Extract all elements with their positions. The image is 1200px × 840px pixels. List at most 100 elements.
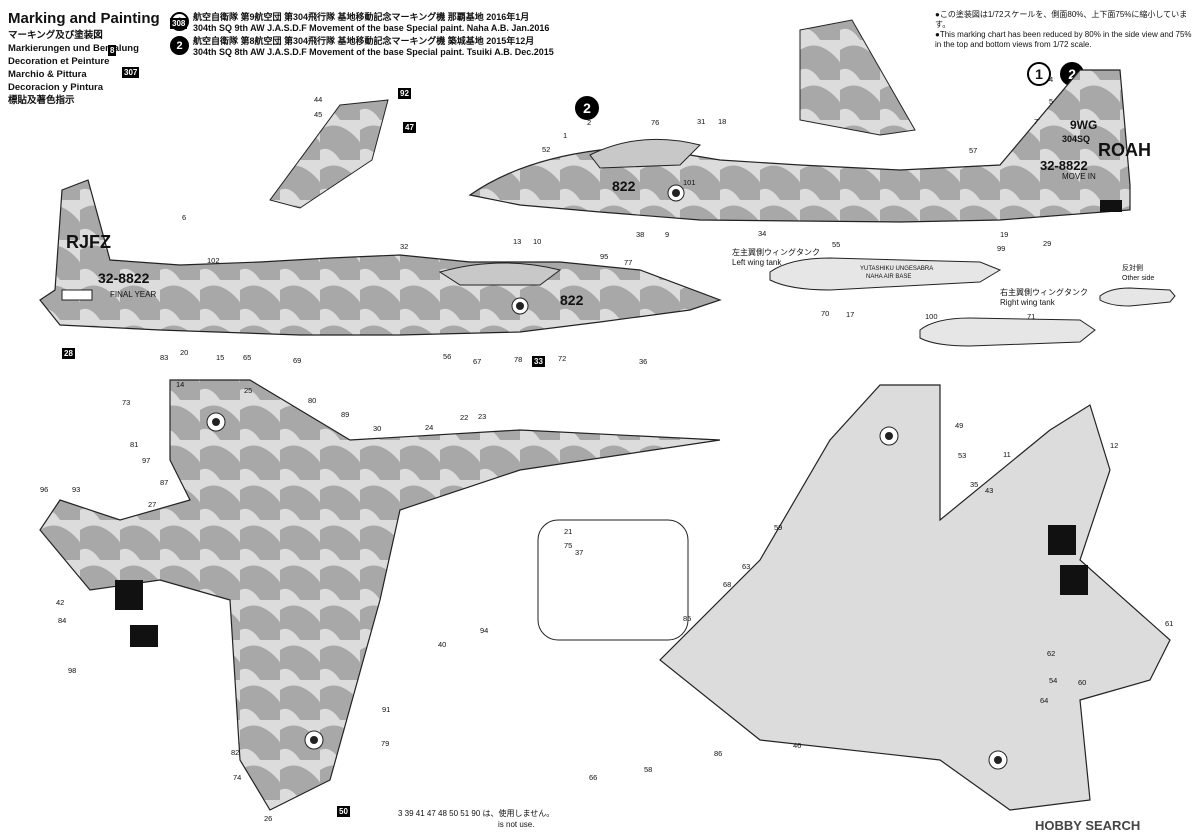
header-line-de: Markierungen und Bemalung	[8, 43, 139, 54]
scheme-2: 2 航空自衛隊 第8航空団 第304飛行隊 基地移動記念マーキング機 築城基地 …	[170, 36, 554, 58]
tail-text-1: FINAL YEAR	[110, 290, 157, 299]
part-callout-11: 11	[1003, 450, 1011, 459]
header-line-it: Marchio & Pittura	[8, 69, 87, 80]
part-callout-80: 80	[308, 396, 317, 405]
part-callout-22: 22	[460, 413, 469, 422]
part-callout-62: 62	[1047, 649, 1056, 658]
tail-code-2: ROAH	[1098, 140, 1151, 160]
header-line-fr: Decoration et Peinture	[8, 56, 110, 67]
other-side-label: 反対側 Other side	[1122, 264, 1154, 284]
part-callout-94: 94	[480, 626, 489, 635]
part-callout-31: 31	[697, 117, 706, 126]
part-callout-5: 5	[1049, 97, 1054, 106]
brand-watermark: HOBBY SEARCH	[1035, 818, 1141, 833]
part-callout-100: 100	[925, 312, 938, 321]
part-callout-20: 20	[180, 348, 189, 357]
part-callout-23: 23	[478, 412, 487, 421]
part-callout-56: 56	[443, 352, 452, 361]
part-callout-8: 8	[108, 45, 117, 56]
part-callout-30: 30	[373, 424, 382, 433]
scale-note-en: ●This marking chart has been reduced by …	[935, 30, 1192, 49]
wing-tanks	[769, 257, 1176, 347]
other-side-label-jp: 反対側	[1122, 265, 1143, 272]
part-callout-44: 44	[314, 95, 323, 104]
serial-side-left: 32-8822	[98, 270, 150, 286]
part-callout-47: 47	[403, 122, 416, 133]
scheme-2-jp: 航空自衛隊 第8航空団 第304飛行隊 基地移動記念マーキング機 築城基地 20…	[193, 36, 535, 46]
unused-parts-note: 3 39 41 47 48 50 51 90 は、使用しません。 is not …	[398, 808, 554, 830]
part-callout-55: 55	[832, 240, 841, 249]
part-callout-81: 81	[130, 440, 139, 449]
side-view-aircraft-1	[468, 69, 1131, 223]
nose-number-left: 822	[560, 292, 584, 308]
part-callout-86: 86	[714, 749, 723, 758]
part-callout-78: 78	[514, 355, 523, 364]
part-callout-92: 92	[398, 88, 411, 99]
part-callout-308: 308	[170, 18, 188, 29]
part-callout-46: 46	[793, 741, 802, 750]
tail-fin-left-view	[269, 99, 389, 209]
part-callout-71: 71	[1027, 312, 1036, 321]
part-callout-70: 70	[821, 309, 830, 318]
part-callout-97: 97	[142, 456, 151, 465]
part-callout-96: 96	[40, 485, 49, 494]
part-callout-42: 42	[56, 598, 65, 607]
part-callout-32: 32	[400, 242, 409, 251]
part-callout-69: 69	[293, 356, 302, 365]
header-line-cn: 標貼及著色指示	[8, 95, 75, 106]
part-callout-14: 14	[176, 380, 185, 389]
part-callout-85: 85	[683, 614, 692, 623]
scale-note-jp: ●この塗装図は1/72スケールを、側面80%、上下面75%に縮小しています。	[935, 10, 1188, 29]
scheme-1-en: 304th SQ 9th AW J.A.S.D.F Movement of th…	[193, 23, 550, 33]
part-callout-89: 89	[341, 410, 350, 419]
part-callout-73: 73	[122, 398, 131, 407]
part-callout-91: 91	[382, 705, 391, 714]
bottom-view-aircraft	[659, 384, 1171, 811]
part-callout-64: 64	[1040, 696, 1049, 705]
part-callout-43: 43	[985, 486, 994, 495]
part-callout-59: 59	[774, 523, 783, 532]
scheme-1-jp: 航空自衛隊 第9航空団 第304飛行隊 基地移動記念マーキング機 那覇基地 20…	[193, 12, 530, 22]
page-title: Marking and Painting	[8, 10, 160, 27]
part-callout-25: 25	[244, 386, 253, 395]
part-callout-66: 66	[589, 773, 598, 782]
part-callout-65: 65	[243, 353, 252, 362]
part-callout-2: 2	[587, 118, 592, 127]
part-callout-10: 10	[533, 237, 542, 246]
part-callout-28: 28	[62, 348, 75, 359]
serial-side-right: 32-8822	[1040, 158, 1088, 173]
part-callout-29: 29	[1043, 239, 1052, 248]
header-line-es: Decoracion y Pintura	[8, 82, 104, 93]
part-callout-84: 84	[58, 616, 67, 625]
part-callout-34: 34	[758, 229, 767, 238]
part-callout-75: 75	[564, 541, 573, 550]
scheme-2-en: 304th SQ 8th AW J.A.S.D.F Movement of th…	[193, 47, 554, 57]
part-callout-4: 4	[1049, 75, 1054, 84]
part-callout-79: 79	[381, 739, 390, 748]
part-callout-38: 38	[636, 230, 645, 239]
part-callout-83: 83	[160, 353, 169, 362]
part-callout-26: 26	[264, 814, 273, 823]
part-callout-18: 18	[718, 117, 727, 126]
part-callout-99: 99	[997, 244, 1006, 253]
nose-number-right: 822	[612, 178, 636, 194]
tank-text-1: YUTASHIKU UNGESABRA	[860, 266, 934, 272]
part-callout-21: 21	[564, 527, 573, 536]
part-callout-63: 63	[742, 562, 751, 571]
tail-text-2: MOVE IN	[1062, 172, 1096, 181]
right-tank-label-en: Right wing tank	[1000, 298, 1055, 307]
part-callout-13: 13	[513, 237, 522, 246]
top-view-aircraft	[39, 379, 721, 811]
part-callout-15: 15	[216, 353, 225, 362]
part-callout-60: 60	[1078, 678, 1087, 687]
part-callout-36: 36	[639, 357, 648, 366]
part-callout-87: 87	[160, 478, 169, 487]
left-tank-label-jp: 左主翼側ウィングタンク	[732, 248, 820, 257]
side-view-badge: 2	[575, 96, 603, 120]
unused-parts-en: is not use.	[498, 820, 535, 829]
part-callout-19: 19	[1000, 230, 1009, 239]
part-callout-33: 33	[532, 356, 545, 367]
part-callout-17: 17	[846, 310, 855, 319]
part-callout-68: 68	[723, 580, 732, 589]
tail-number: 304SQ	[1062, 134, 1091, 144]
